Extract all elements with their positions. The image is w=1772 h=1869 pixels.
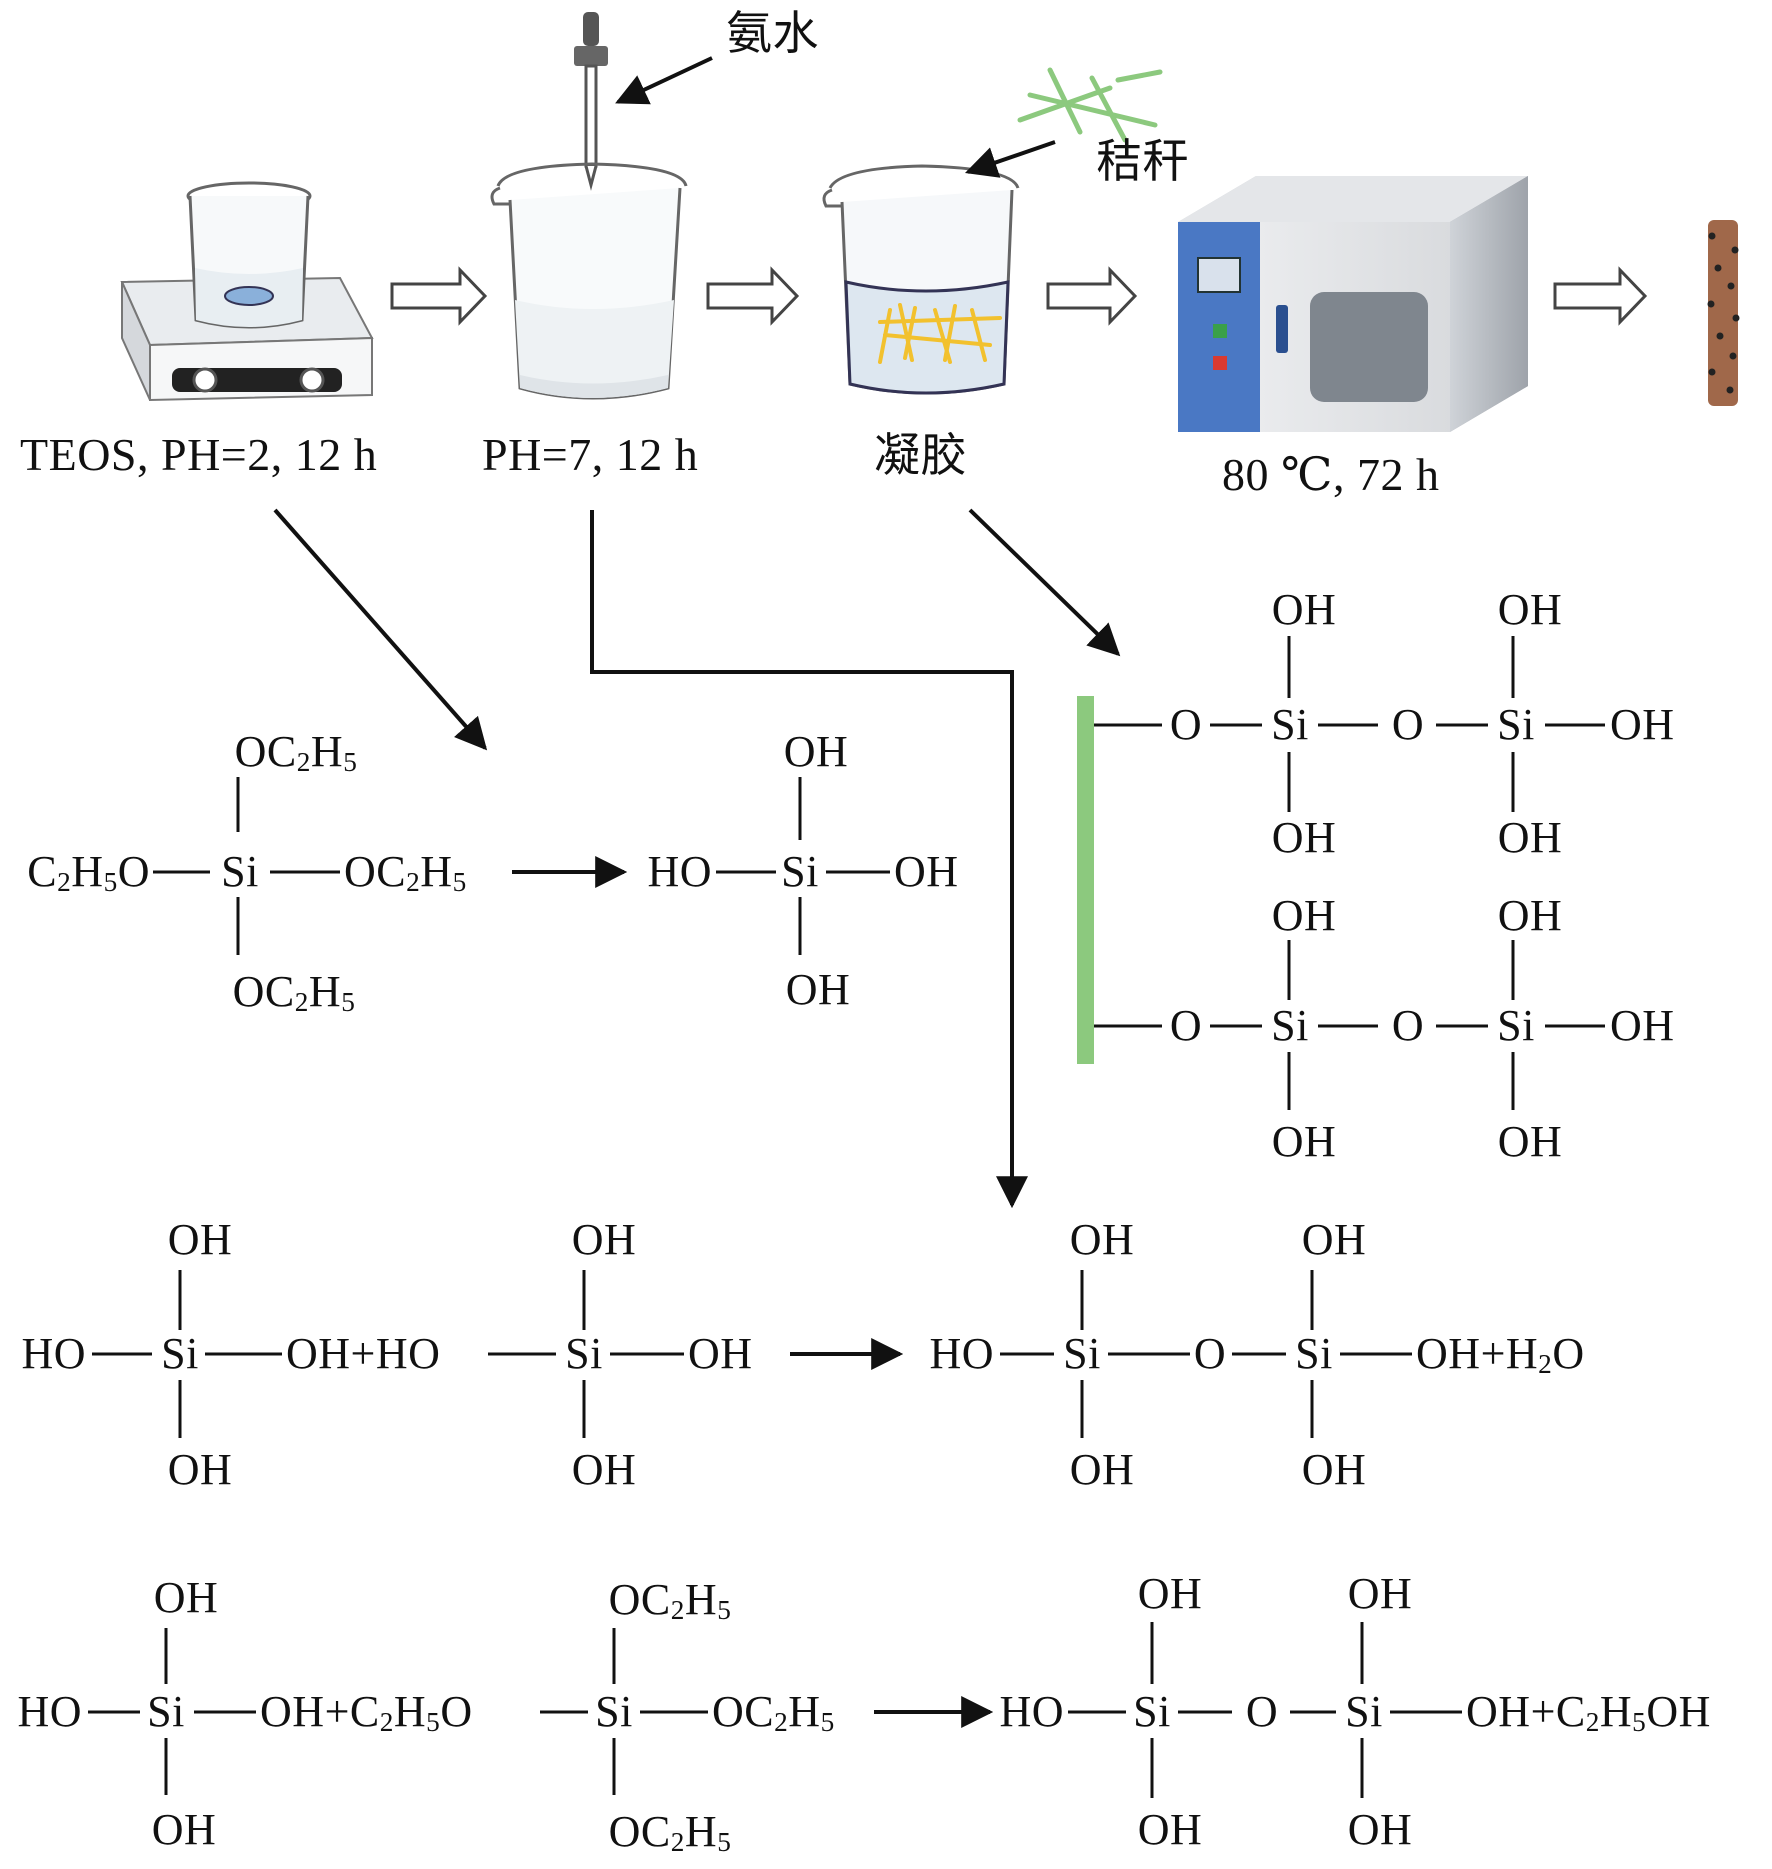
gel-top-oh-1: OH: [1271, 585, 1337, 634]
gel-bottom-oh-2: OH: [1497, 891, 1563, 940]
r1-p-right-group: OH+H2O: [1416, 1329, 1585, 1379]
reaction-arrows: [512, 856, 994, 1728]
r1-p-si-2: Si: [1295, 1329, 1333, 1378]
r1-p-left-ho: HO: [929, 1329, 994, 1378]
straw-icon: [1017, 67, 1163, 143]
modified-straw-product-icon: [1707, 220, 1740, 406]
gel-label: 凝胶: [874, 428, 967, 482]
teos-bottom-group: OC2H5: [232, 967, 356, 1017]
gel-bottom-si-2: Si: [1497, 1001, 1535, 1050]
gel-bottom-oh-3: OH: [1271, 1117, 1337, 1166]
gel-top-oh-4: OH: [1497, 813, 1563, 862]
gel-top-oh-end: OH: [1610, 700, 1675, 749]
branch-arrow-condensation: [590, 510, 1028, 1209]
beaker-2-icon: [490, 162, 688, 400]
r2-b-bottom-group: OC2H5: [608, 1807, 732, 1857]
pointer-arrows: [273, 56, 1121, 1209]
teos-right-group: OC2H5: [344, 847, 467, 897]
r2-p-si-1: Si: [1133, 1687, 1171, 1736]
branch-arrow-hydrolysis: [273, 508, 488, 751]
ammonia-label: 氨水: [726, 6, 819, 60]
process-arrow-2: [706, 266, 800, 326]
step4-label: 80 ℃, 72 h: [1222, 449, 1440, 500]
r2-p-si-2: Si: [1345, 1687, 1383, 1736]
r2-b-top-group: OC2H5: [608, 1575, 732, 1625]
r1-b-right-oh: OH: [688, 1329, 753, 1378]
r2-a-bottom-oh: OH: [151, 1805, 217, 1854]
r1-a-si: Si: [161, 1329, 199, 1378]
silicic-left-ho: HO: [647, 847, 712, 896]
r1-p-top-oh-1: OH: [1069, 1215, 1135, 1264]
gel-bottom-o-1: O: [1169, 1001, 1203, 1050]
r1-p-bottom-oh-1: OH: [1069, 1445, 1135, 1494]
gel-top-oh-2: OH: [1497, 585, 1563, 634]
r1-b-si: Si: [565, 1329, 603, 1378]
gel-top-oh-3: OH: [1271, 813, 1337, 862]
r1-p-top-oh-2: OH: [1301, 1215, 1367, 1264]
r2-p-top-oh-1: OH: [1137, 1569, 1203, 1618]
teos-si: Si: [221, 847, 259, 896]
silicic-bottom-oh: OH: [785, 965, 851, 1014]
step1-label: TEOS, PH=2, 12 h: [20, 429, 378, 480]
r1-p-bottom-oh-2: OH: [1301, 1445, 1367, 1494]
r2-p-right-group: OH+C2H5OH: [1466, 1687, 1711, 1737]
branch-arrow-gel: [968, 508, 1121, 657]
r2-b-si: Si: [595, 1687, 633, 1736]
gel-top-si-1: Si: [1271, 700, 1309, 749]
step2-label: PH=7, 12 h: [482, 429, 699, 480]
straw-label: 秸秆: [1096, 134, 1189, 188]
dropper-icon: [574, 12, 608, 191]
gel-top-si-2: Si: [1497, 700, 1535, 749]
teos-left-group: C2H5O: [27, 847, 150, 897]
r2-a-left-ho: HO: [17, 1687, 82, 1736]
straw-surface-bar: [1077, 696, 1094, 1064]
r2-p-left-ho: HO: [999, 1687, 1064, 1736]
r2-p-bottom-oh-1: OH: [1137, 1805, 1203, 1854]
gel-bottom-oh-1: OH: [1271, 891, 1337, 940]
beaker-3-icon: [822, 164, 1020, 395]
r1-p-si-1: Si: [1063, 1329, 1101, 1378]
silicic-si: Si: [781, 847, 819, 896]
r1-p-o: O: [1193, 1329, 1227, 1378]
process-arrow-3: [1046, 266, 1138, 326]
r2-p-bottom-oh-2: OH: [1347, 1805, 1413, 1854]
magnetic-stirrer-icon: [120, 276, 374, 402]
gel-bottom-oh-end: OH: [1610, 1001, 1675, 1050]
r1-b-top-oh: OH: [571, 1215, 637, 1264]
teos-top-group: OC2H5: [234, 727, 358, 777]
silicic-right-oh: OH: [894, 847, 959, 896]
r2-a-top-oh: OH: [153, 1573, 219, 1622]
gel-top-o-2: O: [1391, 700, 1425, 749]
gel-bottom-oh-4: OH: [1497, 1117, 1563, 1166]
beaker-1-icon: [186, 181, 312, 329]
r1-a-left-ho: HO: [21, 1329, 86, 1378]
r1-plus-group: OH+HO: [286, 1329, 441, 1378]
r2-plus-group: OH+C2H5O: [260, 1687, 473, 1737]
process-arrow-1: [390, 266, 488, 326]
gel-top-o-1: O: [1169, 700, 1203, 749]
ammonia-pointer: [615, 56, 713, 105]
r1-a-top-oh: OH: [167, 1215, 233, 1264]
bond-lines: [88, 636, 1605, 1798]
r1-a-bottom-oh: OH: [167, 1445, 233, 1494]
r2-p-o: O: [1245, 1687, 1279, 1736]
gel-bottom-si-1: Si: [1271, 1001, 1309, 1050]
silicic-top-oh: OH: [783, 727, 849, 776]
r2-p-top-oh-2: OH: [1347, 1569, 1413, 1618]
straw-pointer: [964, 140, 1056, 178]
r2-b-right-group: OC2H5: [712, 1687, 835, 1737]
drying-oven-icon: [1178, 176, 1528, 432]
r1-b-bottom-oh: OH: [571, 1445, 637, 1494]
gel-bottom-o-2: O: [1391, 1001, 1425, 1050]
straw-pieces: [878, 303, 1002, 364]
r2-a-si: Si: [147, 1687, 185, 1736]
process-arrow-4: [1553, 266, 1648, 326]
